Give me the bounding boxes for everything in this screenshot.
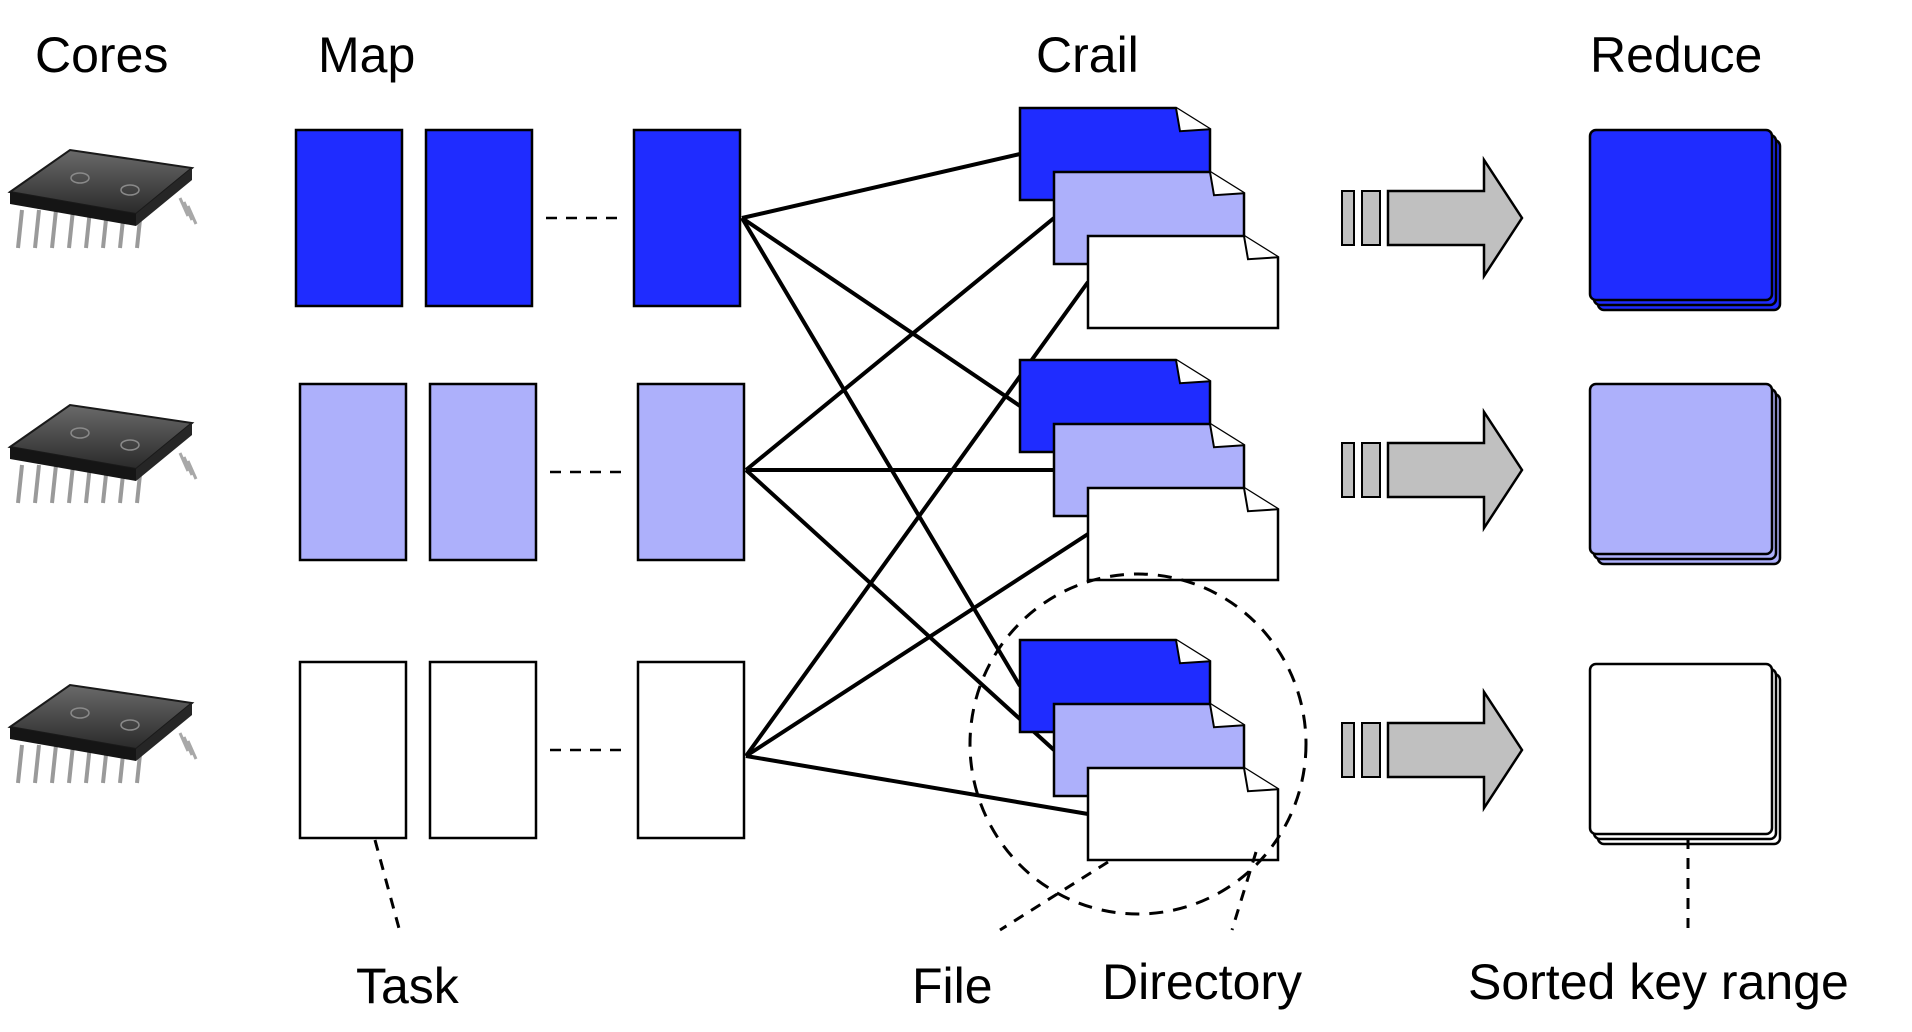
map-tasks [294, 128, 746, 840]
right-arrow-icon [1341, 407, 1524, 533]
file-leader-line [999, 860, 1109, 932]
right-arrow-icon [1341, 155, 1524, 281]
map-header: Map [318, 27, 415, 83]
document-icon [1086, 486, 1280, 582]
map-task-block [298, 382, 408, 562]
shuffle-line [740, 216, 1022, 688]
reduce-output-stack [1588, 382, 1782, 566]
shuffle-line [745, 754, 1089, 816]
crail-directories [1018, 106, 1280, 862]
shuffle-arrows [1341, 155, 1524, 813]
reduce-header: Reduce [1590, 27, 1762, 83]
file-label: File [912, 958, 993, 1014]
directory-leader-line [1230, 851, 1258, 931]
shuffle-line [741, 152, 1021, 220]
reduce-output-stack [1588, 662, 1782, 846]
core-chip-icon [7, 148, 198, 249]
crail-header: Crail [1036, 27, 1139, 83]
map-task-block [636, 660, 746, 840]
core-chip-icon [7, 683, 198, 784]
map-task-block [636, 382, 746, 562]
map-task-block [294, 128, 404, 308]
task-label: Task [356, 958, 460, 1014]
shuffle-line [744, 216, 1056, 472]
annotation-leaders [373, 838, 1690, 933]
map-task-block [632, 128, 742, 308]
shuffle-line [740, 216, 1022, 408]
crail-directory [1018, 106, 1280, 330]
crail-directory [1018, 638, 1280, 862]
directory-highlight-circle [968, 572, 1308, 916]
document-icon [1086, 766, 1280, 862]
right-arrow-icon [1341, 687, 1524, 813]
shuffle-line [744, 468, 1056, 752]
directory-label: Directory [1102, 954, 1302, 1010]
sorted-key-range-label: Sorted key range [1468, 954, 1849, 1010]
task-leader-line [373, 839, 402, 933]
reduce-outputs [1588, 128, 1782, 846]
cores-header: Cores [35, 27, 168, 83]
map-task-block [424, 128, 534, 308]
shuffle-connections [740, 152, 1090, 816]
map-task-block [428, 382, 538, 562]
reduce-output-stack [1588, 128, 1782, 312]
document-icon [1086, 234, 1280, 330]
map-task-block [428, 660, 538, 840]
crail-directory [1018, 358, 1280, 582]
core-chip-icon [7, 403, 198, 504]
map-task-block [298, 660, 408, 840]
cores-column [7, 148, 198, 784]
shuffle-line [744, 532, 1090, 758]
